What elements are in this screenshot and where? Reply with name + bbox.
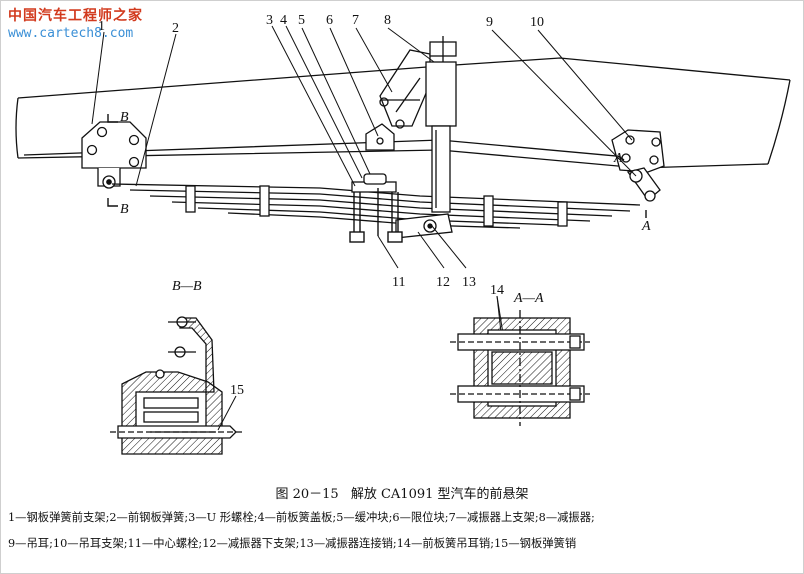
- callout-5: 5: [298, 13, 305, 28]
- callout-8: 8: [384, 13, 391, 28]
- section-bb-view: [110, 316, 244, 455]
- legend-line-1: 1—钢板弹簧前支架;2—前钢板弹簧;3—U 形螺栓;4—前板簧盖板;5—缓冲块;…: [8, 511, 595, 524]
- shock-lower-bracket: [395, 213, 453, 239]
- section-label-b-upper: B: [120, 110, 129, 125]
- watermark-site-name: 中国汽车工程师之家: [8, 8, 143, 24]
- callout-1: 1: [98, 19, 105, 34]
- cover-plate: [351, 173, 397, 193]
- leader-15: [217, 395, 237, 431]
- shackle-bracket: [611, 129, 665, 173]
- callout-3: 3: [266, 13, 273, 28]
- figure-caption: 图 20－15 解放 CA1091 型汽车的前悬架: [0, 483, 804, 502]
- section-aa-view: [450, 310, 590, 426]
- callout-7: 7: [352, 13, 359, 28]
- figure-title: 解放 CA1091 型汽车的前悬架: [350, 487, 529, 502]
- limit-block: [365, 123, 395, 151]
- callout-12: 12: [436, 275, 450, 290]
- callout-11: 11: [392, 275, 405, 290]
- section-mark-b-lower: [107, 198, 118, 207]
- callout-14: 14: [490, 283, 504, 298]
- section-mark-a: [617, 155, 647, 218]
- watermark-url: www.cartech8.com: [8, 26, 134, 41]
- leader-lines: [91, 25, 637, 269]
- suspension-drawing: B B: [15, 13, 791, 455]
- callout-4: 4: [280, 13, 287, 28]
- callout-2: 2: [172, 21, 179, 36]
- section-title-aa: A—A: [513, 291, 544, 306]
- legend-line-2: 9—吊耳;10—吊耳支架;11—中心螺栓;12—减振器下支架;13—减振器连接销…: [8, 537, 577, 550]
- section-label-a-lower: A: [641, 219, 651, 234]
- callout-15: 15: [230, 383, 244, 398]
- shock-upper-bracket: [379, 49, 431, 129]
- section-title-bb: B—B: [172, 279, 202, 294]
- section-mark-b-upper: [107, 114, 118, 123]
- callout-10: 10: [530, 15, 544, 30]
- front-bracket: [81, 121, 147, 189]
- spring-clips: [185, 185, 568, 227]
- callout-9: 9: [486, 15, 493, 30]
- callout-6: 6: [326, 13, 333, 28]
- section-label-b-lower: B: [120, 202, 129, 217]
- section-label-a-upper: A: [613, 151, 623, 166]
- figure-number: 图 20－15: [275, 487, 339, 502]
- callout-13: 13: [462, 275, 476, 290]
- shock-absorber: [425, 36, 457, 213]
- watermark: 中国汽车工程师之家 www.cartech8.com: [8, 5, 168, 41]
- u-bolts: [349, 188, 403, 243]
